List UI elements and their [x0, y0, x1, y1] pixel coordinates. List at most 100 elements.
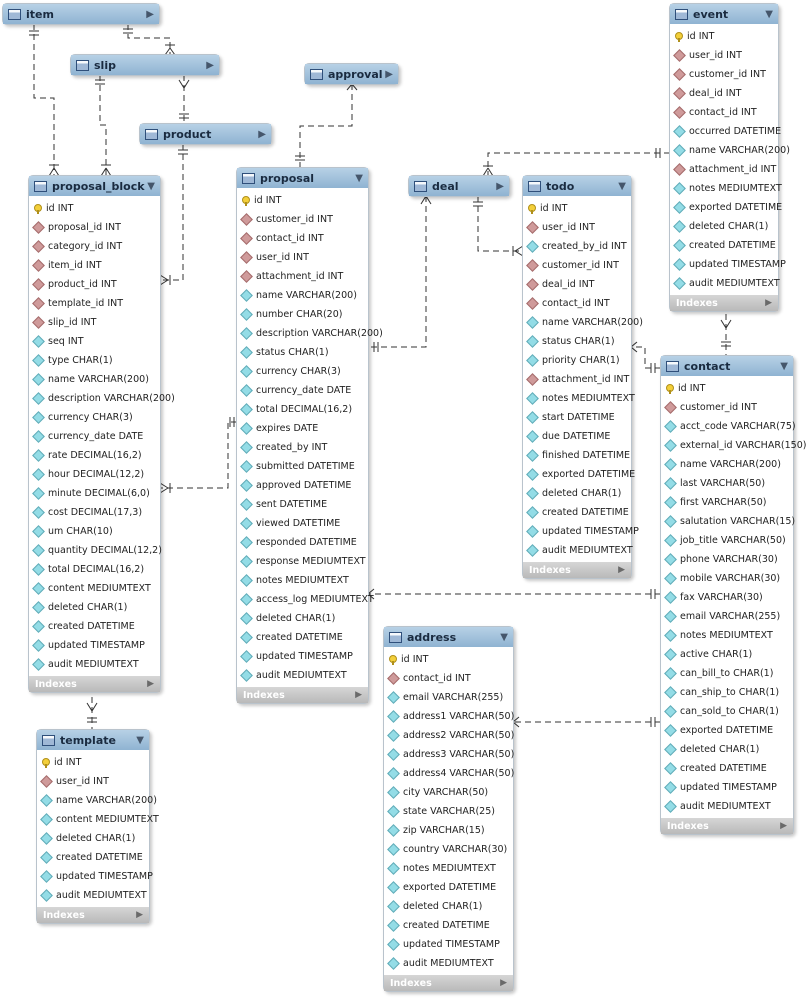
column-row[interactable]: address3 VARCHAR(50) — [384, 745, 514, 764]
column-row[interactable]: id INT — [523, 199, 631, 218]
column-row[interactable]: user_id INT — [37, 772, 149, 791]
column-row[interactable]: slip_id INT — [29, 313, 160, 332]
column-row[interactable]: id INT — [661, 379, 793, 398]
table-header[interactable]: item▶ — [3, 4, 159, 24]
column-row[interactable]: type CHAR(1) — [29, 351, 160, 370]
column-row[interactable]: id INT — [37, 753, 149, 772]
column-row[interactable]: created_by_id INT — [523, 237, 631, 256]
column-row[interactable]: country VARCHAR(30) — [384, 840, 513, 859]
collapse-arrow-icon[interactable]: ▼ — [780, 360, 788, 372]
table-header[interactable]: deal▶ — [409, 176, 509, 196]
column-row[interactable]: audit MEDIUMTEXT — [237, 666, 368, 685]
column-row[interactable]: notes MEDIUMTEXT — [523, 389, 635, 408]
column-row[interactable]: deleted CHAR(1) — [37, 829, 149, 848]
table-deal[interactable]: deal▶ — [408, 175, 510, 197]
collapse-arrow-icon[interactable]: ▼ — [147, 180, 155, 192]
column-row[interactable]: state VARCHAR(25) — [384, 802, 513, 821]
column-row[interactable]: item_id INT — [29, 256, 160, 275]
expand-arrow-icon[interactable]: ▶ — [496, 180, 504, 192]
column-row[interactable]: name VARCHAR(200) — [237, 286, 368, 305]
column-row[interactable]: contact_id INT — [384, 669, 513, 688]
column-row[interactable]: name VARCHAR(200) — [670, 141, 790, 160]
table-slip[interactable]: slip▶ — [70, 54, 220, 76]
column-row[interactable]: deal_id INT — [670, 84, 778, 103]
column-row[interactable]: status CHAR(1) — [237, 343, 368, 362]
expand-arrow-icon[interactable]: ▶ — [146, 8, 154, 20]
column-row[interactable]: user_id INT — [237, 248, 368, 267]
column-row[interactable]: name VARCHAR(200) — [29, 370, 160, 389]
column-row[interactable]: audit MEDIUMTEXT — [37, 886, 149, 905]
column-row[interactable]: customer_id INT — [523, 256, 631, 275]
collapse-arrow-icon[interactable]: ▼ — [500, 631, 508, 643]
column-row[interactable]: salutation VARCHAR(15) — [661, 512, 795, 531]
column-row[interactable]: first VARCHAR(50) — [661, 493, 793, 512]
expand-arrow-icon[interactable]: ▶ — [258, 128, 266, 140]
column-row[interactable]: content MEDIUMTEXT — [29, 579, 160, 598]
column-row[interactable]: audit MEDIUMTEXT — [670, 274, 780, 293]
column-row[interactable]: quantity DECIMAL(12,2) — [29, 541, 162, 560]
column-row[interactable]: deleted CHAR(1) — [523, 484, 631, 503]
expand-arrow-icon[interactable]: ▶ — [385, 68, 393, 80]
column-row[interactable]: cost DECIMAL(17,3) — [29, 503, 160, 522]
expand-arrow-icon[interactable]: ▶ — [500, 978, 507, 988]
column-row[interactable]: updated TIMESTAMP — [37, 867, 153, 886]
column-row[interactable]: external_id VARCHAR(150) — [661, 436, 806, 455]
column-row[interactable]: description VARCHAR(200) — [237, 324, 383, 343]
collapse-arrow-icon[interactable]: ▼ — [765, 8, 773, 20]
column-row[interactable]: can_ship_to CHAR(1) — [661, 683, 793, 702]
column-row[interactable]: contact_id INT — [523, 294, 631, 313]
column-row[interactable]: mobile VARCHAR(30) — [661, 569, 793, 588]
indexes-section[interactable]: Indexes▶ — [670, 295, 778, 311]
column-row[interactable]: number CHAR(20) — [237, 305, 368, 324]
column-row[interactable]: id INT — [384, 650, 513, 669]
column-row[interactable]: due DATETIME — [523, 427, 631, 446]
table-product[interactable]: product▶ — [139, 123, 272, 145]
column-row[interactable]: address4 VARCHAR(50) — [384, 764, 514, 783]
column-row[interactable]: content MEDIUMTEXT — [37, 810, 159, 829]
column-row[interactable]: expires DATE — [237, 419, 368, 438]
column-row[interactable]: created DATETIME — [29, 617, 160, 636]
column-row[interactable]: template_id INT — [29, 294, 160, 313]
table-header[interactable]: template▼ — [37, 730, 149, 750]
column-row[interactable]: audit MEDIUMTEXT — [384, 954, 513, 973]
column-row[interactable]: total DECIMAL(16,2) — [29, 560, 160, 579]
column-row[interactable]: total DECIMAL(16,2) — [237, 400, 368, 419]
expand-arrow-icon[interactable]: ▶ — [618, 565, 625, 575]
column-row[interactable]: notes MEDIUMTEXT — [661, 626, 793, 645]
expand-arrow-icon[interactable]: ▶ — [136, 910, 143, 920]
column-row[interactable]: can_bill_to CHAR(1) — [661, 664, 793, 683]
table-approval[interactable]: approval▶ — [304, 63, 399, 85]
column-row[interactable]: notes MEDIUMTEXT — [670, 179, 782, 198]
column-row[interactable]: created DATETIME — [670, 236, 778, 255]
column-row[interactable]: deal_id INT — [523, 275, 631, 294]
column-row[interactable]: created DATETIME — [661, 759, 793, 778]
column-row[interactable]: id INT — [237, 191, 368, 210]
column-row[interactable]: updated TIMESTAMP — [523, 522, 639, 541]
column-row[interactable]: audit MEDIUMTEXT — [661, 797, 793, 816]
column-row[interactable]: description VARCHAR(200) — [29, 389, 175, 408]
column-row[interactable]: updated TIMESTAMP — [237, 647, 368, 666]
column-row[interactable]: um CHAR(10) — [29, 522, 160, 541]
column-row[interactable]: contact_id INT — [237, 229, 368, 248]
column-row[interactable]: exported DATETIME — [384, 878, 513, 897]
table-header[interactable]: contact▼ — [661, 356, 793, 376]
expand-arrow-icon[interactable]: ▶ — [765, 298, 772, 308]
column-row[interactable]: deleted CHAR(1) — [384, 897, 513, 916]
indexes-section[interactable]: Indexes▶ — [523, 562, 631, 578]
column-row[interactable]: sent DATETIME — [237, 495, 368, 514]
column-row[interactable]: address2 VARCHAR(50) — [384, 726, 514, 745]
table-header[interactable]: product▶ — [140, 124, 271, 144]
column-row[interactable]: proposal_id INT — [29, 218, 160, 237]
column-row[interactable]: rate DECIMAL(16,2) — [29, 446, 160, 465]
column-row[interactable]: fax VARCHAR(30) — [661, 588, 793, 607]
column-row[interactable]: exported DATETIME — [523, 465, 635, 484]
expand-arrow-icon[interactable]: ▶ — [206, 59, 214, 71]
table-header[interactable]: approval▶ — [305, 64, 398, 84]
table-header[interactable]: slip▶ — [71, 55, 219, 75]
collapse-arrow-icon[interactable]: ▼ — [355, 172, 363, 184]
collapse-arrow-icon[interactable]: ▼ — [136, 734, 144, 746]
column-row[interactable]: audit MEDIUMTEXT — [29, 655, 160, 674]
column-row[interactable]: deleted CHAR(1) — [670, 217, 778, 236]
